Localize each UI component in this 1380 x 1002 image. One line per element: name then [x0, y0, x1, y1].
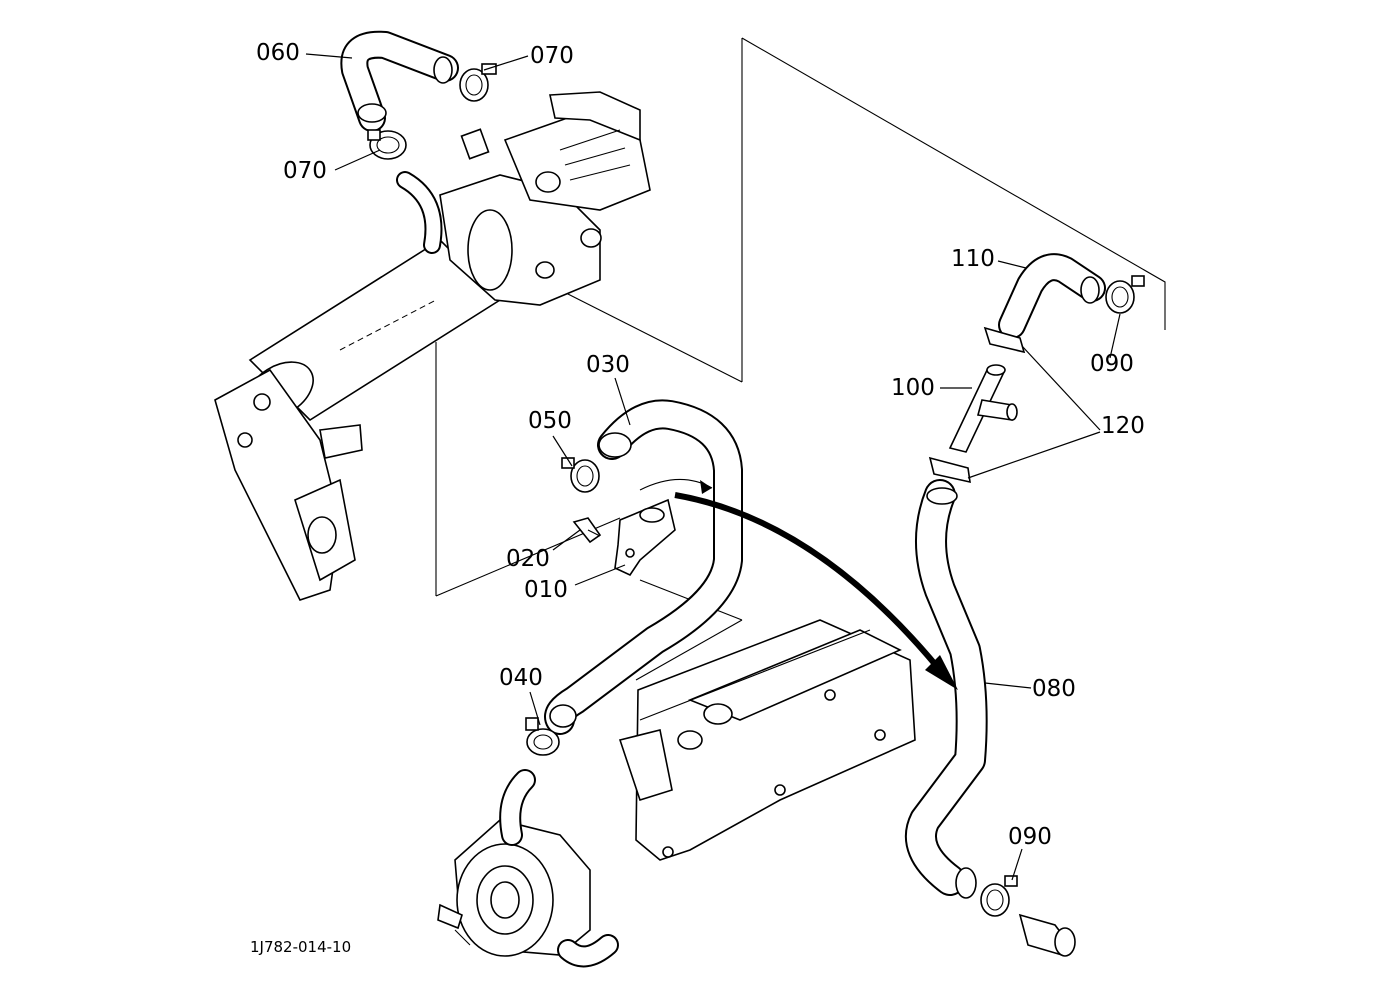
label-040: 040	[499, 665, 543, 691]
label-010: 010	[524, 577, 568, 603]
hose-110	[998, 253, 1106, 339]
label-060: 060	[256, 40, 300, 66]
egr-cooler	[214, 238, 502, 601]
label-090-bottom: 090	[1008, 824, 1052, 850]
clip-and-bolt	[572, 498, 676, 577]
label-090-top: 090	[1090, 351, 1134, 377]
hose-030	[544, 399, 743, 735]
leader-lines	[305, 53, 1121, 881]
clamps	[367, 63, 1145, 917]
cooler-outlet-hose	[396, 171, 619, 968]
label-070-top: 070	[530, 43, 574, 69]
label-020: 020	[506, 546, 550, 572]
label-110: 110	[951, 246, 995, 272]
label-100: 100	[891, 375, 935, 401]
label-080: 080	[1032, 676, 1076, 702]
hose-060	[340, 30, 459, 132]
label-030: 030	[586, 352, 630, 378]
drawing-code: 1J782-014-10	[250, 938, 352, 956]
egr-valve	[439, 91, 651, 306]
label-070-left: 070	[283, 158, 327, 184]
label-120: 120	[1101, 413, 1145, 439]
label-050: 050	[528, 408, 572, 434]
routing-arrows	[639, 478, 958, 690]
hose-080	[905, 479, 988, 899]
hose-fitting	[1018, 913, 1076, 957]
engine-block	[618, 619, 916, 861]
pipe-100	[948, 364, 1018, 453]
